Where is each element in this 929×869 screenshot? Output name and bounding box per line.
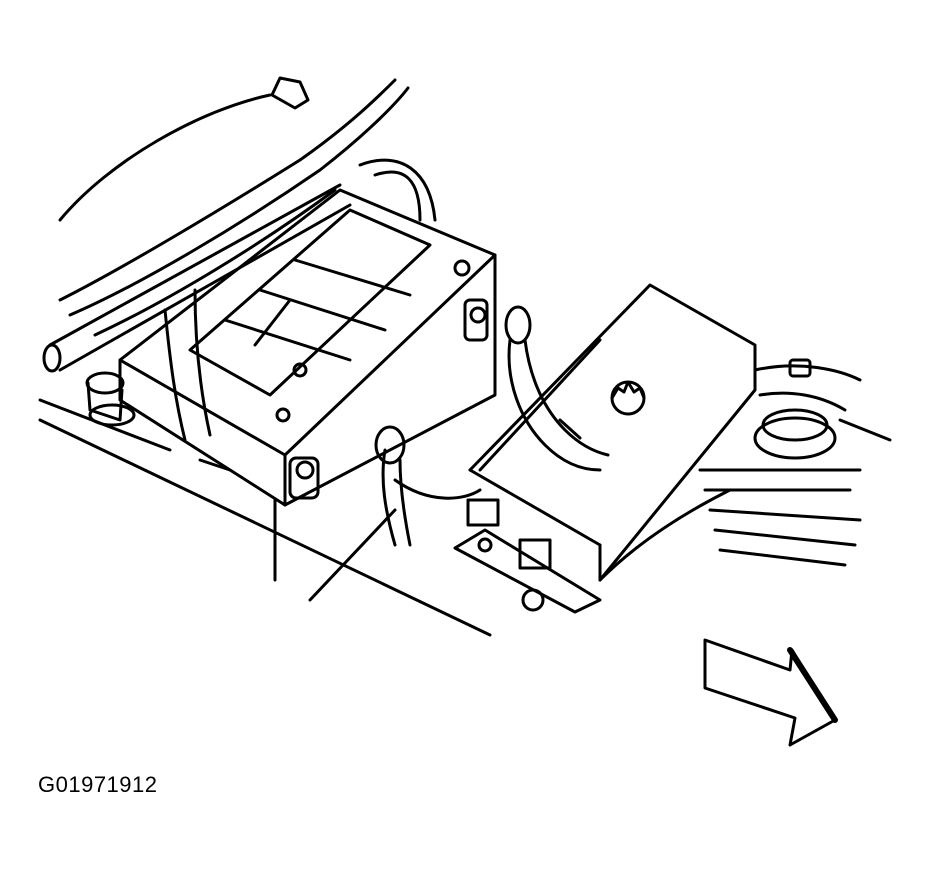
junction-block: [468, 283, 757, 582]
negative-cable: [308, 425, 482, 602]
battery-tray: [38, 398, 492, 637]
hood-edge: [58, 78, 410, 337]
coolant-hose: [42, 183, 352, 373]
ground-bracket: [453, 498, 602, 614]
hold-down-strap: [163, 158, 437, 442]
figure-id-label: G01971912: [38, 772, 158, 797]
hood-clip: [270, 76, 310, 110]
mount-bolt: [85, 371, 136, 427]
positive-cable: [478, 305, 610, 472]
forward-arrow-icon: [703, 638, 838, 747]
fender-area: [598, 358, 892, 582]
